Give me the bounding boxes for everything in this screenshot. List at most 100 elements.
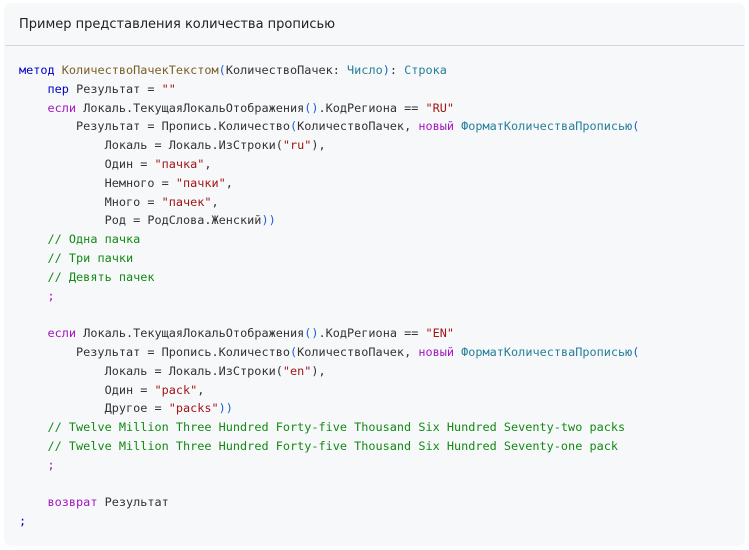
code-line: если Локаль.ТекущаяЛокальОтображения().К… [19, 324, 639, 343]
code-line: Один = "пачка", [19, 155, 639, 174]
string-literal: "en" [282, 363, 312, 378]
comment: // Twelve Million Three Hundred Forty-fi… [47, 420, 626, 435]
comment: // Одна пачка [47, 232, 141, 247]
string-literal: "пачка" [154, 156, 205, 171]
code-line: Род = РодСлова.Женский)) [19, 211, 639, 230]
code-line: Локаль = Локаль.ИзСтроки("ru"), [19, 136, 639, 155]
keyword: метод [19, 63, 55, 77]
code-text: Результат = Пропись.Количество [19, 344, 290, 359]
keyword: ; [47, 457, 55, 472]
code-text: Другое = [19, 401, 169, 416]
string-literal: "пачки" [175, 175, 226, 190]
code-text: КоличествоПачек: [225, 63, 348, 77]
code-text [19, 251, 48, 265]
string-literal: "EN" [425, 326, 455, 341]
code-line: Немного = "пачки", [19, 174, 639, 193]
keyword: ; [47, 288, 55, 303]
code-text: , [197, 382, 205, 397]
code-text [55, 63, 62, 77]
code-text: Локаль.ТекущаяЛокальОтображения [76, 326, 305, 341]
string-literal: "ru" [282, 138, 312, 153]
code-text: Локаль = Локаль.ИзСтроки( [19, 363, 283, 378]
code-text [19, 495, 48, 509]
code-text: Много = [19, 194, 162, 209]
code-line: Результат = Пропись.Количество(Количеств… [19, 343, 639, 362]
string-literal: "RU" [425, 100, 455, 115]
bracket: )) [261, 213, 276, 228]
keyword: новый [418, 119, 454, 134]
code-line: Другое = "packs")) [19, 399, 639, 418]
code-line [19, 305, 639, 324]
bracket: ( [632, 119, 640, 134]
code-text: Один = [19, 156, 155, 171]
code-text: , [225, 175, 233, 190]
code-line: // Девять пачек [19, 268, 639, 287]
code-text: Результат [97, 495, 169, 510]
bracket: ( [289, 344, 298, 359]
code-text: ), [311, 363, 326, 378]
code-text: Род = РодСлова.Женский [19, 213, 262, 228]
code-text: ), [311, 138, 326, 153]
type-name: ФорматКоличестваПрописью [461, 119, 633, 134]
type-name: Число [347, 63, 383, 77]
keyword: пер [47, 81, 69, 96]
code-line: // Twelve Million Three Hundred Forty-fi… [19, 418, 639, 437]
code-text [19, 101, 48, 115]
code-line: метод КоличествоПачекТекстом(КоличествоП… [19, 61, 639, 80]
code-text: , [204, 156, 212, 171]
code-text [19, 82, 48, 96]
code-line: Локаль = Локаль.ИзСтроки("en"), [19, 362, 639, 381]
code-line: // Twelve Million Three Hundred Forty-fi… [19, 437, 639, 456]
code-text: , [211, 194, 219, 209]
code-line: Один = "pack", [19, 381, 639, 400]
code-block: метод КоличествоПачекТекстом(КоличествоП… [19, 61, 639, 531]
string-literal: "pack" [154, 382, 198, 397]
code-text: .КодРегиона == [318, 326, 426, 341]
code-text [19, 326, 48, 340]
code-line: ; [19, 456, 639, 475]
code-text [19, 458, 48, 472]
code-line: Много = "пачек", [19, 193, 639, 212]
code-text: Результат = [68, 81, 162, 96]
comment: // Девять пачек [47, 269, 155, 284]
code-text [19, 439, 48, 453]
code-text [19, 232, 48, 246]
code-text: КоличествоПачек, [297, 344, 419, 359]
keyword: если [47, 100, 77, 115]
string-literal: "packs" [168, 401, 219, 416]
comment: // Twelve Million Three Hundred Forty-fi… [47, 438, 618, 453]
bracket: )) [218, 401, 233, 416]
code-text: .КодРегиона == [318, 100, 426, 115]
code-line: ; [19, 287, 639, 306]
bracket: () [304, 326, 319, 341]
code-text: Один = [19, 382, 155, 397]
code-text: Немного = [19, 175, 176, 190]
code-line: ; [19, 512, 639, 531]
card-title: Пример представления количества прописью [5, 4, 744, 46]
code-text: КоличествоПачек, [297, 119, 419, 134]
bracket: ( [632, 344, 640, 359]
keyword: возврат [47, 495, 98, 510]
code-line: Результат = Пропись.Количество(Количеств… [19, 117, 639, 136]
code-text: Локаль.ТекущаяЛокальОтображения [76, 100, 305, 115]
function-name: КоличествоПачекТекстом [61, 63, 219, 77]
keyword: ; [19, 514, 27, 529]
bracket: ) [382, 63, 390, 77]
bracket: () [304, 100, 319, 115]
comment: // Три пачки [47, 250, 134, 265]
code-text: Результат = Пропись.Количество [19, 119, 290, 134]
code-text [19, 289, 48, 303]
code-text [19, 420, 48, 434]
keyword: если [47, 326, 77, 341]
code-line: пер Результат = "" [19, 80, 639, 99]
code-text: Локаль = Локаль.ИзСтроки( [19, 138, 283, 153]
type-name: ФорматКоличестваПрописью [461, 344, 633, 359]
bracket: ( [289, 119, 298, 134]
string-literal: "" [161, 81, 176, 96]
code-text: : [389, 63, 405, 77]
code-line: если Локаль.ТекущаяЛокальОтображения().К… [19, 99, 639, 118]
code-text [19, 270, 48, 284]
code-example-card: Пример представления количества прописью… [5, 4, 744, 545]
type-name: Строка [404, 63, 447, 77]
code-line: // Одна пачка [19, 230, 639, 249]
